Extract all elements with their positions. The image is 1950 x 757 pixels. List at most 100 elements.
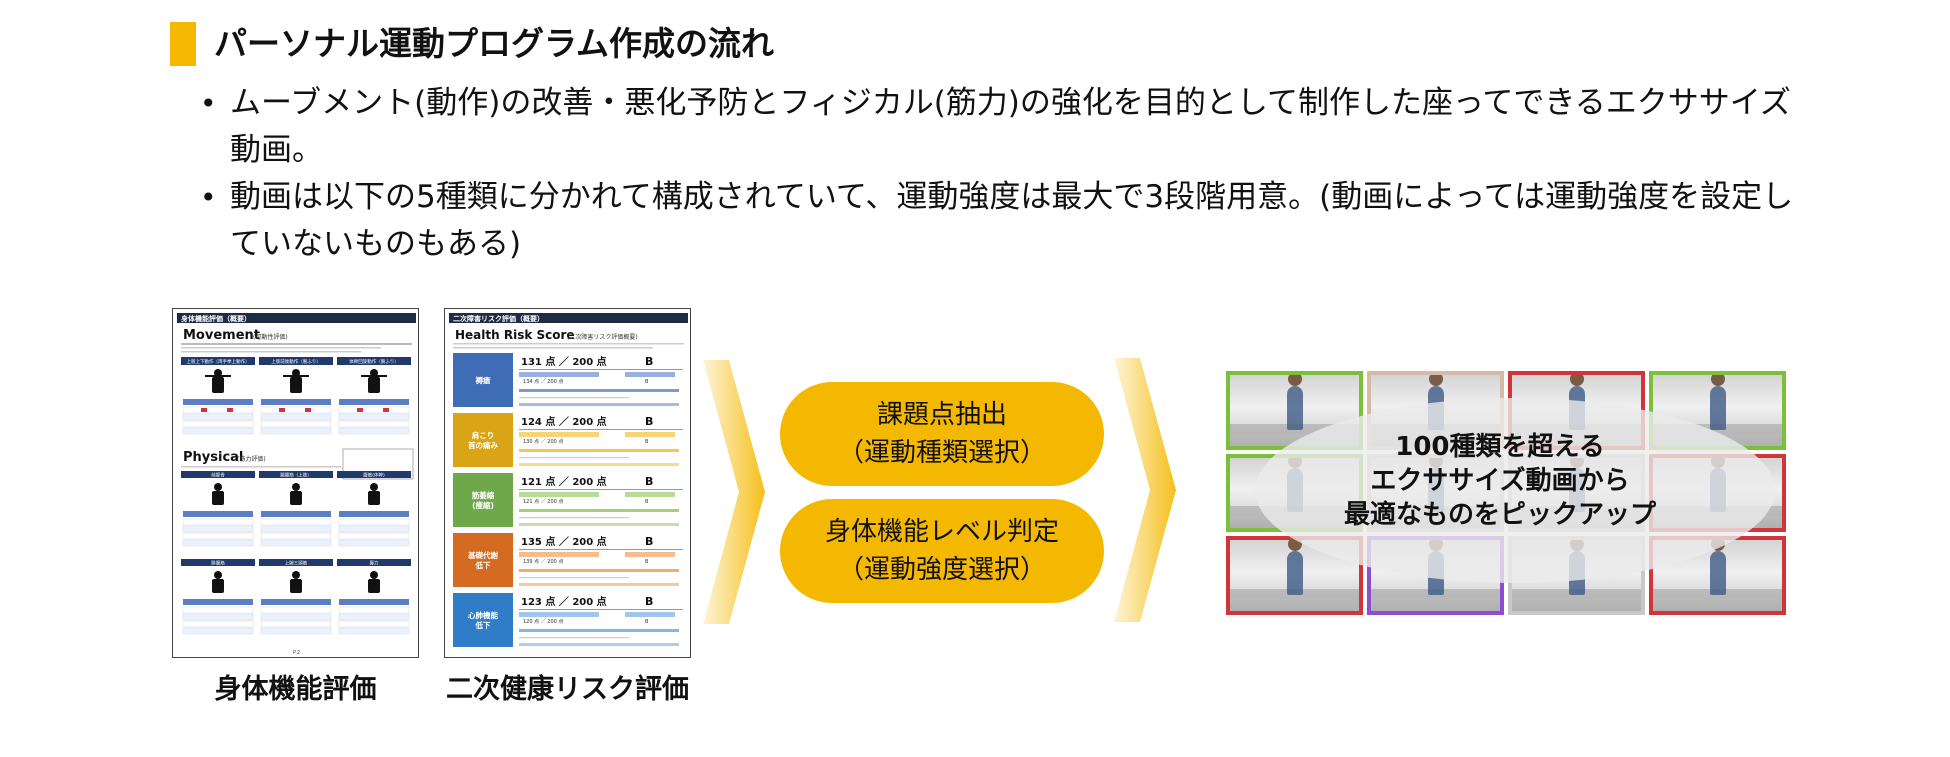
chevron-arrow-icon (1114, 358, 1176, 622)
risk-score-text: 121 点 ／ 200 点 (521, 475, 607, 488)
svg-text:B: B (645, 379, 649, 385)
sheet-header-band (177, 313, 416, 323)
risk-grade-text: B (645, 355, 653, 368)
health-risk-sheet-graphic: 二次障害リスク評価（概要） Health Risk Score (二次障害リスク… (449, 313, 688, 647)
risk-label-box (453, 353, 513, 407)
risk-label-box (453, 593, 513, 647)
physical-panel-label: 上腕三頭筋 (285, 560, 308, 567)
step-subtitle: （運動強度選択） (837, 555, 1046, 585)
svg-text:B: B (645, 619, 649, 625)
risk-previous-text: 139 点 ／ 200 点 (523, 559, 563, 565)
risk-bar (519, 569, 679, 572)
overlay-highlight (1255, 398, 1775, 583)
risk-label-box (453, 413, 513, 467)
risk-grade-text: B (645, 415, 653, 428)
sheet-header-band (449, 313, 688, 323)
physical-heading: Physical (183, 450, 243, 465)
svg-text:B: B (645, 439, 649, 445)
risk-label-text: 首の痛み (468, 440, 498, 450)
physical-panel: 上腕三頭筋 (259, 559, 333, 635)
physical-panel-label: 腓腹筋 (211, 560, 225, 567)
risk-grade-text: B (645, 535, 653, 548)
physical-panel: 握力 (337, 559, 411, 635)
risk-label-box (453, 473, 513, 527)
exercise-video-thumbnail[interactable] (1649, 536, 1786, 615)
bullet-item: ムーブメント(動作)の改善・悪化予防とフィジカル(筋力)の強化を目的として制作し… (200, 80, 1820, 174)
step-subtitle: （運動種類選択） (837, 438, 1046, 468)
physical-panel-label: 握力 (370, 560, 379, 567)
physical-panels: 前脛骨 腸腰筋（上肢） 腹筋(体幹) 腓腹筋 上腕三頭筋 握力 (181, 471, 411, 635)
overlay-line: 100種類を超える (1395, 432, 1605, 462)
physical-subheading: (筋力評価) (237, 455, 266, 463)
physical-panel: 腸腰筋（上肢） (259, 471, 333, 547)
risk-label-text: 低下 (475, 560, 491, 570)
sheet-page-number: P.2 (293, 650, 300, 656)
physical-evaluation-sheet: 身体機能評価（概要） Movement (可動性評価) 上肢上下動作（両手挙上動… (172, 308, 419, 658)
page-title: パーソナル運動プログラム作成の流れ (214, 24, 775, 63)
physical-panel-label: 前脛骨 (211, 472, 225, 479)
overlay-line: エクササイズ動画から (1370, 466, 1630, 496)
caption-health-risk: 二次健康リスク評価 (446, 674, 689, 705)
risk-bar (519, 509, 679, 512)
risk-score-text: 123 点 ／ 200 点 (521, 595, 607, 608)
movement-panel: 上肢上下動作（両手挙上動作） (181, 357, 255, 435)
risk-score-text: 131 点 ／ 200 点 (521, 355, 607, 368)
svg-text:B: B (645, 499, 649, 505)
risk-row: 褥瘡 131 点 ／ 200 点 B 134 点 ／ 200 点 B (453, 353, 683, 407)
step-title: 身体機能レベル判定 (824, 517, 1059, 547)
physical-evaluation-sheet-graphic: 身体機能評価（概要） Movement (可動性評価) 上肢上下動作（両手挙上動… (177, 313, 416, 656)
risk-label-text: 筋萎縮 (472, 490, 495, 500)
risk-label-text: 褥瘡 (475, 375, 491, 385)
step-level-judgement: 身体機能レベル判定 （運動強度選択） (780, 499, 1104, 603)
risk-label-text: 心肺機能 (468, 610, 498, 620)
bullet-item: 動画は以下の5種類に分かれて構成されていて、運動強度は最大で3段階用意。(動画に… (200, 174, 1820, 268)
risk-label-text: 基礎代謝 (467, 550, 498, 560)
risk-bar (519, 449, 679, 452)
movement-panel-label: 体幹回旋動作（腕ふり） (349, 358, 399, 365)
overlay-caption: 100種類を超える エクササイズ動画から 最適なものをピックアップ (1240, 430, 1760, 532)
step-extract-issues: 課題点抽出 （運動種類選択） (780, 382, 1104, 486)
movement-panel-label: 上肢上下動作（両手挙上動作） (187, 358, 250, 365)
physical-panel: 腹筋(体幹) (337, 471, 411, 547)
movement-panel: 体幹回旋動作（腕ふり） (337, 357, 411, 435)
risk-bar (519, 389, 679, 392)
risk-label-text: (痩縮) (472, 500, 494, 510)
bullet-list: ムーブメント(動作)の改善・悪化予防とフィジカル(筋力)の強化を目的として制作し… (200, 80, 1820, 268)
physical-panel-label: 腹筋(体幹) (363, 472, 385, 479)
title-accent-bar (170, 22, 196, 66)
risk-label-text: 低下 (475, 620, 491, 630)
risk-label-text: 肩こり (472, 430, 495, 440)
exercise-video-thumbnail[interactable] (1226, 371, 1363, 450)
risk-previous-text: 121 点 ／ 200 点 (523, 499, 563, 505)
chevron-arrow-icon (703, 360, 765, 624)
risk-previous-text: 130 点 ／ 200 点 (523, 439, 563, 445)
risk-score-text: 135 点 ／ 200 点 (521, 535, 607, 548)
sheet-header-text: 身体機能評価（概要） (180, 314, 251, 323)
risk-grade-text: B (645, 595, 653, 608)
risk-score-text: 124 点 ／ 200 点 (521, 415, 607, 428)
health-risk-sheet: 二次障害リスク評価（概要） Health Risk Score (二次障害リスク… (444, 308, 691, 658)
movement-panel-label: 上肢前後動作（腕ふり） (271, 358, 321, 365)
movement-heading: Movement (183, 328, 260, 343)
overlay-line: 最適なものをピックアップ (1343, 500, 1656, 530)
risk-row: 筋萎縮(痩縮) 121 点 ／ 200 点 B 121 点 ／ 200 点 B (453, 473, 683, 527)
step-title: 課題点抽出 (876, 400, 1007, 430)
physical-panel: 前脛骨 (181, 471, 255, 547)
movement-panel: 上肢前後動作（腕ふり） (259, 357, 333, 435)
svg-text:B: B (645, 559, 649, 565)
movement-panels: 上肢上下動作（両手挙上動作） 上肢前後動作（腕ふり） 体幹回旋動作（腕ふり） (181, 357, 411, 435)
caption-physical-evaluation: 身体機能評価 (214, 674, 377, 705)
movement-subheading: (可動性評価) (253, 333, 288, 341)
risk-grade-text: B (645, 475, 653, 488)
risk-previous-text: 134 点 ／ 200 点 (523, 379, 563, 385)
risk-bar (519, 629, 679, 632)
physical-panel: 腓腹筋 (181, 559, 255, 635)
health-risk-subheading: (二次障害リスク評価概要) (567, 333, 638, 341)
sheet-header-text: 二次障害リスク評価（概要） (453, 314, 544, 323)
risk-label-box (453, 533, 513, 587)
risk-previous-text: 120 点 ／ 200 点 (523, 619, 563, 625)
